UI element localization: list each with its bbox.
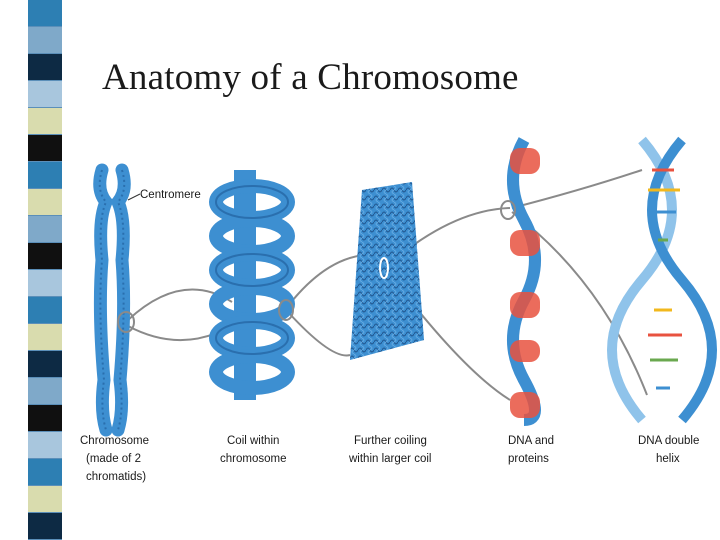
stripe-edge [0, 0, 28, 540]
connector-4-top [511, 169, 643, 209]
stripe-band [28, 54, 62, 80]
stripe-band [28, 432, 62, 458]
stage-label-further-coiling: Further coiling within larger coil [348, 435, 431, 465]
stripe-band [28, 486, 62, 512]
stripe-band [28, 351, 62, 377]
connector-2-bottom [287, 311, 351, 357]
coil-illustration [209, 170, 295, 400]
chromosome-illustration [93, 163, 135, 437]
centromere-pointer [127, 193, 141, 201]
chromosome-diagram: Centromere [80, 136, 717, 483]
stage-label-chromosome: Chromosome (made of 2 chromatids) [80, 435, 152, 483]
zoom-ring [117, 311, 135, 333]
stripe-band [28, 405, 62, 431]
dna-proteins-illustration [500, 137, 541, 426]
stripe-band [28, 324, 62, 350]
stripe-band [28, 162, 62, 188]
stripe-band [28, 81, 62, 107]
stage-labels: Chromosome (made of 2 chromatids) Coil w… [80, 435, 703, 483]
stage-label-coil: Coil within chromosome [220, 435, 286, 465]
stage-label-dna-proteins: DNA and proteins [508, 435, 557, 465]
stripe-band [28, 243, 62, 269]
stripe-band [28, 513, 62, 539]
stripe-band [28, 297, 62, 323]
zoom-ring [379, 257, 389, 279]
stage-label-double-helix: DNA double helix [638, 435, 703, 465]
stripe-band [28, 0, 62, 26]
stripe-band [28, 270, 62, 296]
slide-title: Anatomy of a Chromosome [102, 57, 519, 98]
zoom-ring [500, 200, 516, 220]
stripe-band [28, 459, 62, 485]
stripe-band [28, 27, 62, 53]
stripe-band [28, 378, 62, 404]
coiling-block-illustration [350, 182, 424, 360]
stripe-band [28, 108, 62, 134]
double-helix-illustration [607, 136, 717, 424]
zoom-ring [278, 299, 294, 321]
stripe-band [28, 189, 62, 215]
centromere-label: Centromere [140, 189, 201, 201]
stripe-band [28, 216, 62, 242]
decorative-stripe [0, 0, 62, 540]
stripe-band [28, 135, 62, 161]
